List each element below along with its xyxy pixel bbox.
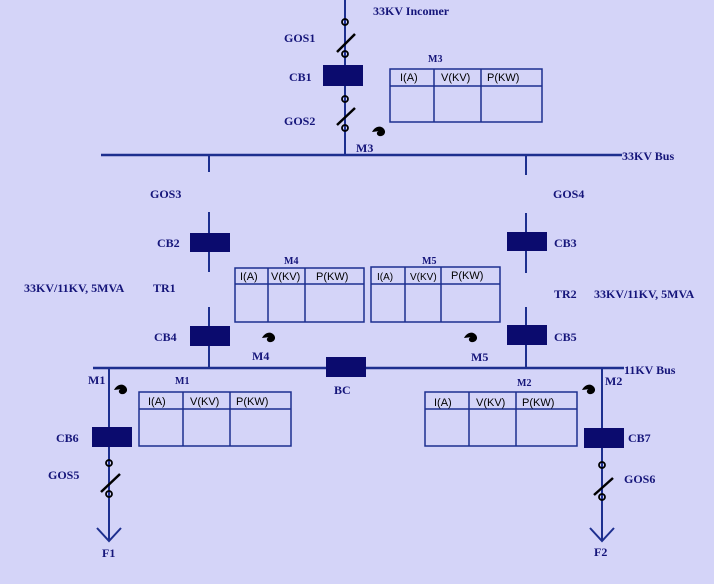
m4-box-title: M4 <box>284 256 298 267</box>
m4-point-label: M4 <box>252 349 269 363</box>
bus-33kv-label: 33KV Bus <box>622 149 674 163</box>
m2-box-title: M2 <box>517 378 531 389</box>
m3-col-power: P(KW) <box>487 72 519 84</box>
tr2-rating: 33KV/11KV, 5MVA <box>594 287 695 301</box>
m3-point-label: M3 <box>356 141 373 155</box>
m1-meter-table <box>138 391 292 447</box>
tr1-label: TR1 <box>153 281 176 295</box>
feeder-f2-label: F2 <box>594 545 607 559</box>
m2-col-voltage: V(KV) <box>476 397 505 409</box>
m5-col-current: I(A) <box>377 272 393 283</box>
bc-label: BC <box>334 383 351 397</box>
gos6-switch[interactable] <box>593 461 614 501</box>
feeder-f1-arrow-icon <box>96 527 122 543</box>
cb7-breaker[interactable] <box>584 428 624 448</box>
cb3-breaker[interactable] <box>507 232 547 251</box>
m2-col-power: P(KW) <box>522 397 554 409</box>
m1-meter-probe-icon[interactable] <box>111 382 130 400</box>
gos6-label: GOS6 <box>624 472 655 486</box>
m1-box-title: M1 <box>175 376 189 387</box>
gos5-label: GOS5 <box>48 468 79 482</box>
m2-meter-table <box>424 391 578 447</box>
feeder-f1-label: F1 <box>102 546 115 560</box>
gos1-switch[interactable] <box>336 18 356 58</box>
m1-col-voltage: V(KV) <box>190 396 219 408</box>
m5-meter-probe-icon[interactable] <box>461 330 480 348</box>
m5-point-label: M5 <box>471 350 488 364</box>
m2-col-current: I(A) <box>434 397 452 409</box>
gos1-label: GOS1 <box>284 31 315 45</box>
cb1-label: CB1 <box>289 70 312 84</box>
cb2-label: CB2 <box>157 236 180 250</box>
gos2-switch[interactable] <box>336 95 356 132</box>
m1-col-power: P(KW) <box>236 396 268 408</box>
cb6-label: CB6 <box>56 431 79 445</box>
cb3-label: CB3 <box>554 236 577 250</box>
m3-col-voltage: V(KV) <box>441 72 470 84</box>
m4-meter-probe-icon[interactable] <box>259 330 278 348</box>
m3-box-title: M3 <box>428 54 442 65</box>
m4-col-current: I(A) <box>240 271 258 283</box>
m3-meter-probe-icon[interactable] <box>369 124 388 142</box>
bus-11kv-label: 11KV Bus <box>624 363 676 377</box>
m4-col-voltage: V(KV) <box>271 271 300 283</box>
m5-col-power: P(KW) <box>451 270 483 282</box>
m3-meter-table <box>389 68 543 123</box>
m5-box-title: M5 <box>422 256 436 267</box>
cb5-breaker[interactable] <box>507 325 547 345</box>
cb1-breaker[interactable] <box>323 65 363 86</box>
cb5-label: CB5 <box>554 330 577 344</box>
cb6-breaker[interactable] <box>92 427 132 447</box>
m1-col-current: I(A) <box>148 396 166 408</box>
cb2-breaker[interactable] <box>190 233 230 252</box>
cb4-label: CB4 <box>154 330 177 344</box>
m2-meter-probe-icon[interactable] <box>579 382 598 400</box>
tr2-label: TR2 <box>554 287 577 301</box>
cb4-breaker[interactable] <box>190 326 230 346</box>
m4-meter-table <box>234 267 365 323</box>
gos2-label: GOS2 <box>284 114 315 128</box>
m4-col-power: P(KW) <box>316 271 348 283</box>
gos4-label: GOS4 <box>553 187 584 201</box>
m1-point-label: M1 <box>88 373 105 387</box>
m5-meter-table <box>370 266 501 323</box>
m3-col-current: I(A) <box>400 72 418 84</box>
incomer-label: 33KV Incomer <box>373 4 450 18</box>
gos5-switch[interactable] <box>100 459 121 498</box>
cb7-label: CB7 <box>628 431 651 445</box>
feeder-f2-arrow-icon <box>589 527 615 543</box>
bc-breaker[interactable] <box>326 357 366 377</box>
m5-col-voltage: V(KV) <box>410 272 437 283</box>
gos3-label: GOS3 <box>150 187 181 201</box>
m2-point-label: M2 <box>605 374 622 388</box>
tr1-rating: 33KV/11KV, 5MVA <box>24 281 125 295</box>
